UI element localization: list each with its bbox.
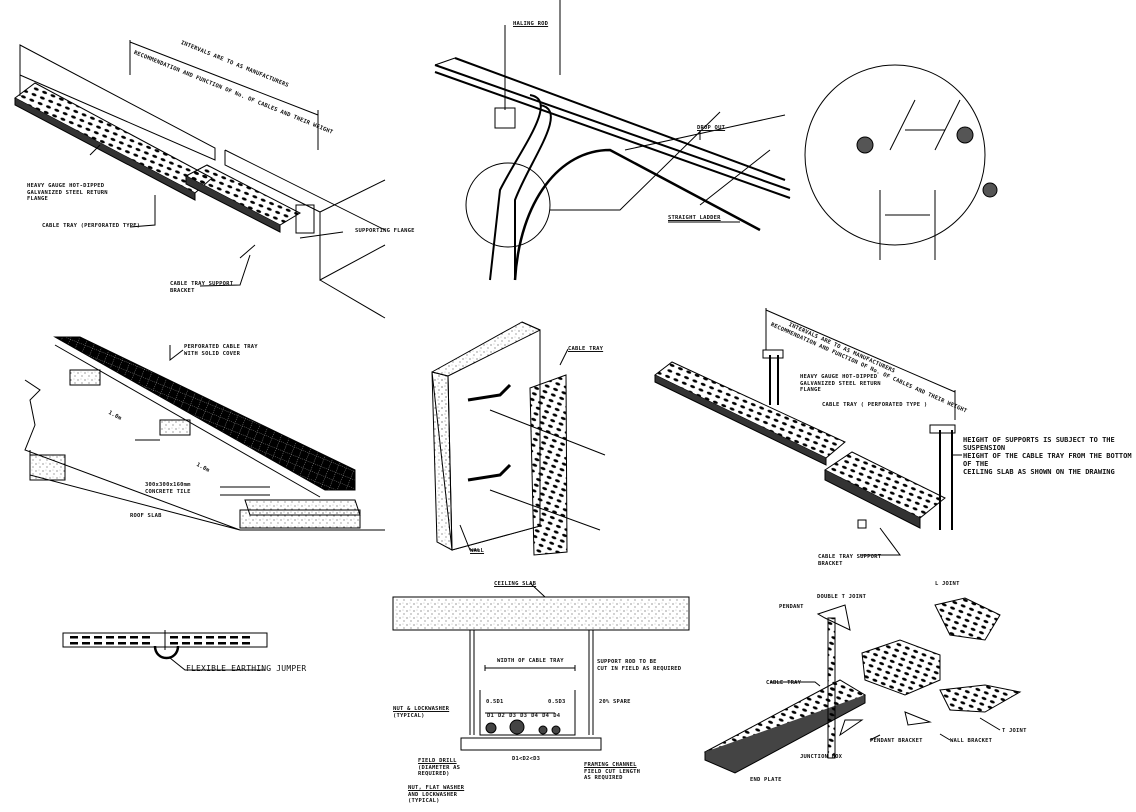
junction-box-label: JUNCTION BOX bbox=[800, 754, 843, 760]
note-line: SUPPORT ROD TO BE bbox=[597, 659, 657, 665]
double-t-joint-label: DOUBLE T JOINT bbox=[817, 594, 867, 600]
roof-slab-label: ROOF SLAB bbox=[130, 513, 162, 519]
components-cable-tray-label: CABLE TRAY bbox=[766, 680, 802, 686]
support-rod-note: SUPPORT ROD TO BE CUT IN FIELD AS REQUIR… bbox=[597, 659, 681, 672]
note-line: CONCRETE TILE bbox=[145, 488, 191, 495]
note-line: PERFORATED CABLE TRAY bbox=[184, 344, 258, 350]
note-line: (TYPICAL) bbox=[393, 712, 425, 719]
drop-out-label: DROP OUT bbox=[697, 125, 726, 131]
note-line: WITH SOLID COVER bbox=[184, 350, 241, 357]
note-line: FIELD CUT LENGTH bbox=[584, 768, 641, 775]
note-line: FIELD DRILL bbox=[418, 758, 457, 764]
height-note: HEIGHT OF SUPPORTS IS SUBJECT TO THE SUS… bbox=[963, 436, 1133, 476]
cable-label: D4 bbox=[531, 713, 539, 719]
nut-lockwasher-label: NUT & LOCKWASHER (TYPICAL) bbox=[393, 706, 449, 719]
suspended-cable-tray-label: CABLE TRAY ( PERFORATED TYPE ) bbox=[822, 402, 928, 408]
note-line: 300x300x160mm bbox=[145, 482, 191, 488]
cable-label: D4 bbox=[553, 713, 561, 719]
note-line: GALVANIZED STEEL RETURN bbox=[800, 380, 881, 387]
end-plate-label: END PLATE bbox=[750, 777, 782, 783]
note-line: NUT & LOCKWASHER bbox=[393, 706, 450, 712]
ladder-tray-drawing bbox=[434, 0, 998, 281]
pendant-bracket-label: PENDANT BRACKET bbox=[870, 738, 923, 744]
cable-label: D4 bbox=[542, 713, 550, 719]
straight-ladder-label: STRAIGHT LADDER bbox=[668, 215, 721, 221]
note-line: HEAVY GAUGE HOT-DIPPED bbox=[27, 183, 105, 189]
haling-rod-label: HALING ROD bbox=[513, 21, 549, 27]
cable-label: D1 bbox=[487, 713, 495, 719]
note-line: FLANGE bbox=[800, 387, 822, 393]
suspended-tray-drawing bbox=[654, 308, 962, 556]
note-line: AND LOCKWASHER bbox=[408, 791, 458, 798]
l-joint-label: L JOINT bbox=[935, 581, 960, 587]
note-line: HEIGHT OF THE CABLE TRAY FROM THE BOTTOM… bbox=[963, 452, 1132, 468]
note-line: REQUIRED) bbox=[418, 771, 450, 777]
wall-tray-drawing bbox=[14, 40, 386, 319]
components-drawing bbox=[703, 597, 1022, 774]
section-drawing bbox=[392, 582, 690, 751]
suspended-flange-note: HEAVY GAUGE HOT-DIPPED GALVANIZED STEEL … bbox=[800, 374, 881, 394]
note-line: (TYPICAL) bbox=[408, 798, 440, 804]
note-line: FLANGE bbox=[27, 196, 49, 202]
wall-bracket-label: WALL BRACKET bbox=[950, 738, 993, 744]
vertical-wall-drawing bbox=[431, 321, 606, 556]
note-line: BRACKET bbox=[818, 560, 843, 567]
wall-tray-support-bracket-label: CABLE TRAY SUPPORT BRACKET bbox=[170, 281, 233, 294]
suspended-support-bracket-label: CABLE TRAY SUPPORT BRACKET bbox=[818, 554, 881, 567]
roof-tray-drawing bbox=[24, 336, 385, 531]
note-line: BRACKET bbox=[170, 287, 195, 294]
note-line: HEIGHT OF SUPPORTS IS SUBJECT TO THE SUS… bbox=[963, 436, 1115, 452]
note-line: HEAVY GAUGE HOT-DIPPED bbox=[800, 374, 878, 380]
t-joint-label: T JOINT bbox=[1002, 728, 1027, 734]
wall-label: WALL bbox=[470, 548, 485, 554]
jumper-drawing bbox=[62, 630, 268, 671]
note-line: NUT, FLAT WASHER bbox=[408, 785, 465, 791]
width-label: WIDTH OF CABLE TRAY bbox=[497, 658, 564, 664]
ceiling-slab-label: CEILING SLAB bbox=[494, 581, 537, 587]
note-line: CUT IN FIELD AS REQUIRED bbox=[597, 665, 682, 672]
cable-label: D2 bbox=[498, 713, 506, 719]
pendant-label: PENDANT bbox=[779, 604, 804, 610]
dim-right: 0.5D3 bbox=[548, 699, 566, 705]
note-line: CABLE TRAY SUPPORT bbox=[818, 554, 882, 560]
wall-tray-flange-note: HEAVY GAUGE HOT-DIPPED GALVANIZED STEEL … bbox=[27, 183, 108, 203]
wall-tray-cable-tray-label: CABLE TRAY (PERFORATED TYPE) bbox=[42, 223, 141, 229]
framing-channel-label: FRAMING CHANNEL FIELD CUT LENGTH AS REQU… bbox=[584, 762, 640, 782]
supporting-flange-label: SUPPORTING FLANGE bbox=[355, 228, 415, 234]
cable-labels: D1 D2 D3 D3 D4 D4 D4 bbox=[487, 713, 560, 720]
cable-label: D3 bbox=[509, 713, 517, 719]
nut-flat-washer-label: NUT, FLAT WASHER AND LOCKWASHER (TYPICAL… bbox=[408, 785, 464, 805]
note-line: CABLE TRAY SUPPORT bbox=[170, 281, 234, 287]
cover-label: PERFORATED CABLE TRAY WITH SOLID COVER bbox=[184, 344, 258, 357]
dim-left: 0.5D1 bbox=[486, 699, 504, 705]
note-line: FRAMING CHANNEL bbox=[584, 762, 637, 768]
vertical-cable-tray-label: CABLE TRAY bbox=[568, 346, 604, 352]
cable-label: D3 bbox=[520, 713, 528, 719]
field-drill-label: FIELD DRILL (DIAMETER AS REQUIRED) bbox=[418, 758, 460, 778]
earthing-jumper-label: FLEXIBLE EARTHING JUMPER bbox=[186, 664, 307, 673]
spare-label: 20% SPARE bbox=[599, 699, 631, 705]
note-line: AS REQUIRED bbox=[584, 775, 623, 781]
note-line: GALVANIZED STEEL RETURN bbox=[27, 189, 108, 196]
note-line: CEILING SLAB AS SHOWN ON THE DRAWING bbox=[963, 468, 1115, 476]
tile-label: 300x300x160mm CONCRETE TILE bbox=[145, 482, 191, 495]
size-relation: D1<D2<D3 bbox=[512, 756, 541, 762]
note-line: (DIAMETER AS bbox=[418, 764, 461, 771]
